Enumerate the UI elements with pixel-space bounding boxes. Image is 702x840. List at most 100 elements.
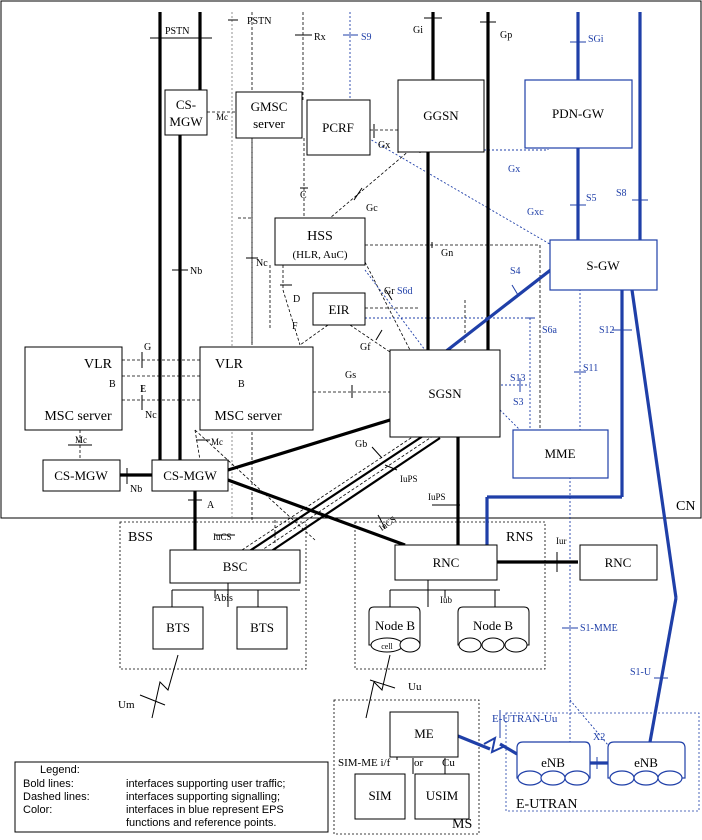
- hss-label-1: HSS: [307, 229, 333, 244]
- legend-key-3: Color:: [23, 804, 52, 816]
- if-s9: S9: [361, 32, 372, 43]
- cell-label: cell: [381, 642, 393, 651]
- usim-node: [414, 773, 470, 820]
- cs-mgw-top-label-1: CS-: [176, 97, 196, 112]
- if-g: G: [144, 342, 151, 353]
- rns-domain-frame: [354, 521, 546, 670]
- gmsc-label-1: GMSC: [251, 99, 288, 114]
- if-cu: Cu: [442, 757, 455, 769]
- sgsn-label: SGSN: [428, 386, 462, 401]
- if-s12: S12: [599, 325, 615, 336]
- if-s6d: S6d: [397, 286, 413, 297]
- if-nc-mid: Nc: [145, 410, 157, 421]
- hss-label-2: (HLR, AuC): [293, 249, 348, 261]
- legend-desc-2: interfaces supporting signalling;: [126, 791, 280, 803]
- pdn-gw-node: [524, 79, 633, 149]
- if-gx-blue: Gx: [508, 164, 520, 175]
- if-or: or: [414, 757, 424, 769]
- if-gxc: Gxc: [527, 207, 544, 218]
- legend-key-1: Bold lines:: [23, 778, 74, 790]
- legend-desc-4: functions and reference points.: [126, 817, 276, 829]
- mme-label: MME: [544, 446, 575, 461]
- sim-label: SIM: [368, 788, 392, 803]
- legend-desc-1: interfaces supporting user traffic;: [126, 778, 285, 790]
- msc-server-right-node: [199, 346, 314, 431]
- eir-node: [312, 292, 366, 326]
- if-x2: X2: [593, 732, 605, 743]
- s-gw-label: S-GW: [586, 258, 620, 273]
- node-b-1: [368, 606, 421, 653]
- if-gf: Gf: [360, 342, 371, 353]
- cs-mgw-bl-label: CS-MGW: [54, 468, 108, 483]
- if-iucs-1: IuCS: [213, 532, 232, 542]
- me-label: ME: [414, 726, 434, 741]
- if-s13: S13: [510, 373, 526, 384]
- cs-mgw-top-node: [164, 89, 208, 136]
- if-iub: Iub: [440, 595, 452, 605]
- if-sim-me: SIM-ME i/f: [338, 757, 391, 769]
- if-pstn-2: PSTN: [247, 16, 271, 27]
- enb-1-label: eNB: [541, 755, 565, 770]
- bts-2-label: BTS: [250, 620, 274, 635]
- msc-server-left-node: [24, 346, 123, 431]
- legend-desc-3: interfaces in blue represent EPS: [126, 804, 284, 816]
- if-s8: S8: [616, 188, 627, 199]
- if-s4: S4: [510, 266, 521, 277]
- rns-domain-label: RNS: [506, 530, 533, 545]
- msc-left-label: MSC server: [44, 409, 112, 424]
- msc-right-label: MSC server: [214, 409, 282, 424]
- sim-node: [354, 773, 406, 820]
- if-sgi: SGi: [588, 34, 604, 45]
- if-gi: Gi: [413, 25, 423, 36]
- rnc-right-node: [579, 544, 658, 581]
- hss-node: [274, 217, 366, 266]
- if-iups-1: IuPS: [400, 474, 418, 484]
- ggsn-label: GGSN: [423, 108, 459, 123]
- if-nb-bottom: Nb: [130, 484, 142, 495]
- if-iups-2: IuPS: [428, 492, 446, 502]
- eps-user-traffic-lines: [444, 12, 678, 765]
- if-s1-u: S1-U: [630, 667, 652, 678]
- pcrf-label: PCRF: [322, 120, 354, 135]
- legend-title: Legend:: [40, 764, 80, 776]
- rnc-right-label: RNC: [605, 555, 632, 570]
- eutran-domain-label: E-UTRAN: [516, 797, 577, 812]
- if-gr: Gr: [384, 286, 395, 297]
- vlr-right-label: VLR: [215, 357, 244, 372]
- if-b-right: B: [238, 379, 245, 390]
- s-gw-node: [549, 239, 658, 291]
- vlr-left-label: VLR: [84, 357, 113, 372]
- if-a: A: [207, 500, 215, 511]
- if-nb-top: Nb: [190, 266, 202, 277]
- if-nc-top: Nc: [256, 258, 268, 269]
- cs-mgw-bottom-left-node: [42, 459, 121, 492]
- legend-box: [14, 761, 329, 833]
- mme-node: [512, 429, 609, 479]
- cs-mgw-bottom-mid-node: [151, 459, 229, 492]
- pdn-gw-label: PDN-GW: [552, 106, 605, 121]
- if-um: Um: [118, 699, 135, 711]
- eutran-domain-frame: [505, 712, 700, 812]
- bsc-node: [169, 549, 301, 584]
- cs-mgw-bm-label: CS-MGW: [163, 468, 217, 483]
- if-gc: Gc: [366, 203, 378, 214]
- enb-1: [516, 741, 591, 786]
- if-s3: S3: [513, 397, 524, 408]
- rnc-label: RNC: [433, 555, 460, 570]
- iups-gb-bundle: [241, 431, 441, 557]
- if-mc-right: Mc: [211, 437, 223, 447]
- if-s5: S5: [586, 193, 597, 204]
- if-f: F: [292, 321, 298, 332]
- gmsc-server-node: [235, 91, 303, 139]
- usim-label: USIM: [426, 788, 459, 803]
- me-node: [389, 711, 459, 758]
- ms-domain-frame: [333, 699, 480, 835]
- enb-2: [607, 741, 686, 786]
- if-iucs-2: IuCS: [377, 514, 398, 533]
- node-b-2: [457, 606, 530, 653]
- if-iur: Iur: [556, 536, 567, 546]
- if-d: D: [293, 294, 300, 305]
- eir-label: EIR: [329, 302, 350, 317]
- if-gs: Gs: [345, 370, 356, 381]
- node-b-2-label: Node B: [473, 618, 513, 633]
